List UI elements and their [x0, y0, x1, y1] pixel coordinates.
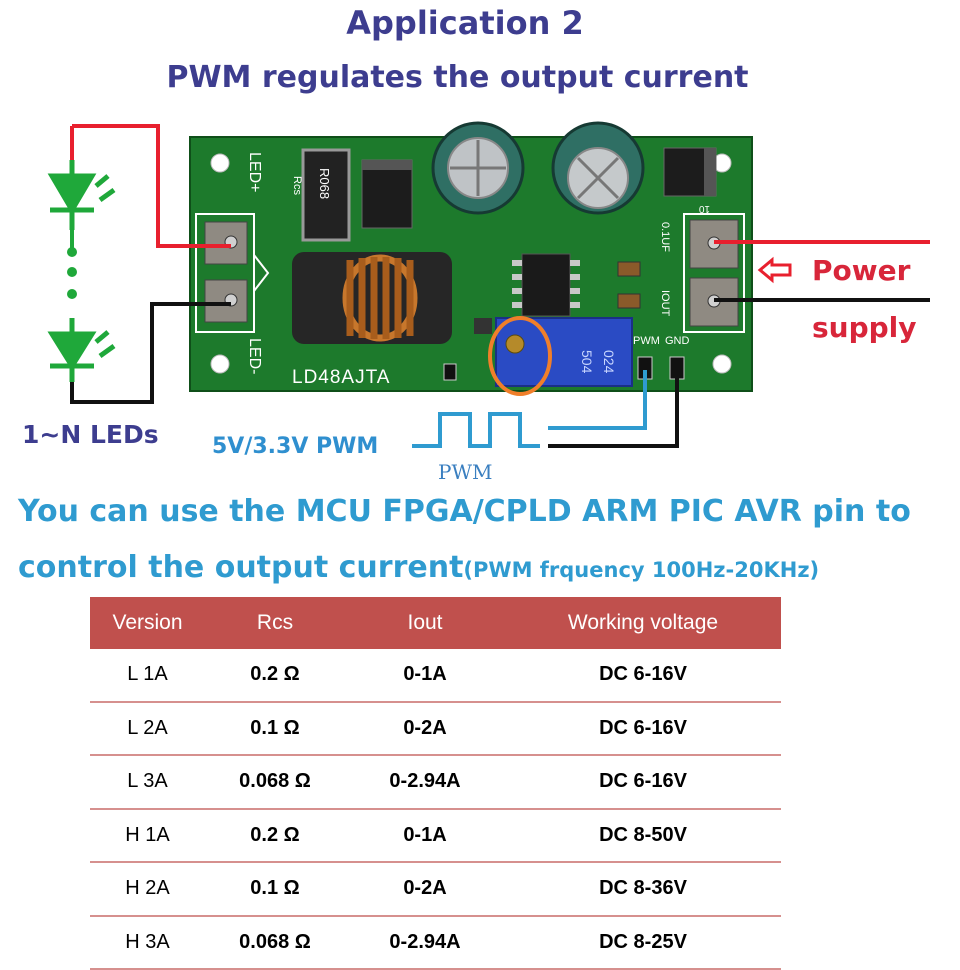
rcs-label: Rcs	[291, 176, 303, 195]
table-row: H 1A 0.2 Ω 0-1A DC 8-50V	[90, 808, 781, 863]
board-model: LD48AJTA	[292, 367, 390, 388]
cell-iout: 0-2.94A	[345, 755, 505, 810]
cell-iout: 0-1A	[345, 649, 505, 703]
pwm-signal-label: PWM	[438, 460, 493, 484]
header-rcs: Rcs	[205, 597, 345, 649]
cell-voltage: DC 8-25V	[505, 915, 781, 970]
cell-voltage: DC 8-50V	[505, 808, 781, 863]
pot-code: 504	[579, 350, 595, 374]
table-row: H 2A 0.1 Ω 0-2A DC 8-36V	[90, 862, 781, 917]
table-row: L 2A 0.1 Ω 0-2A DC 6-16V	[90, 701, 781, 756]
page-title: Application 2	[346, 4, 584, 42]
cell-rcs: 0.1 Ω	[205, 701, 345, 756]
adjust-highlight	[488, 316, 552, 396]
supply-label: supply	[812, 311, 917, 344]
description-line-1: You can use the MCU FPGA/CPLD ARM PIC AV…	[18, 494, 911, 529]
led-plus-label: LED+	[246, 152, 263, 192]
gnd-pin-label: GND	[665, 335, 690, 347]
cell-iout: 0-1A	[345, 808, 505, 863]
cell-rcs: 0.2 Ω	[205, 649, 345, 703]
cell-voltage: DC 6-16V	[505, 755, 781, 810]
cell-iout: 0-2A	[345, 701, 505, 756]
header-version: Version	[90, 597, 205, 649]
cell-voltage: DC 8-36V	[505, 862, 781, 917]
cell-rcs: 0.2 Ω	[205, 808, 345, 863]
header-iout: Iout	[345, 597, 505, 649]
cell-version: L 3A	[90, 755, 205, 810]
pwm-pin-label: PWM	[633, 335, 660, 347]
pot-code-2: 024	[601, 350, 617, 374]
power-arrow-icon	[757, 256, 792, 284]
wiring-diagram: LED+ LED- Rcs R068 0.1UF IOUT 10 PWM GND…	[47, 121, 930, 448]
led-top-icon	[47, 160, 116, 230]
cell-rcs: 0.068 Ω	[205, 915, 345, 970]
pwm-wire	[548, 370, 647, 430]
table-row: H 3A 0.068 Ω 0-2.94A DC 8-25V	[90, 915, 781, 970]
description-line-2: control the output current(PWM frquency …	[18, 550, 819, 585]
cell-rcs: 0.1 Ω	[205, 862, 345, 917]
cell-voltage: DC 6-16V	[505, 649, 781, 703]
led-bottom-icon	[47, 318, 116, 382]
pcb-board	[189, 121, 753, 392]
cap-label: 0.1UF	[659, 222, 671, 252]
cell-iout: 0-2.94A	[345, 915, 505, 970]
cell-rcs: 0.068 Ω	[205, 755, 345, 810]
power-label: Power	[812, 254, 911, 287]
table-row: L 1A 0.2 Ω 0-1A DC 6-16V	[90, 649, 781, 703]
resistor-code: R068	[317, 168, 332, 199]
leds-label: 1~N LEDs	[22, 420, 159, 449]
page-subtitle: PWM regulates the output current	[166, 60, 749, 95]
cell-version: H 3A	[90, 915, 205, 970]
description-line-2-small: (PWM frquency 100Hz-20KHz)	[463, 558, 820, 582]
table-header-row: Version Rcs Iout Working voltage	[90, 597, 781, 649]
gnd-wire	[548, 370, 679, 448]
led-continuation-dots	[67, 247, 77, 299]
cell-version: H 2A	[90, 862, 205, 917]
pin-mark: 10	[698, 203, 710, 214]
pwm-input-label: 5V/3.3V PWM	[212, 434, 379, 459]
spec-table: Version Rcs Iout Working voltage L 1A 0.…	[90, 597, 781, 970]
cell-version: L 2A	[90, 701, 205, 756]
table-row: L 3A 0.068 Ω 0-2.94A DC 6-16V	[90, 755, 781, 810]
cell-iout: 0-2A	[345, 862, 505, 917]
cell-version: L 1A	[90, 649, 205, 703]
cell-version: H 1A	[90, 808, 205, 863]
header-working-voltage: Working voltage	[505, 597, 781, 649]
led-minus-label: LED-	[246, 338, 263, 374]
description-line-2-main: control the output current	[18, 550, 464, 585]
pwm-waveform-icon	[412, 412, 540, 448]
iout-label: IOUT	[659, 290, 671, 317]
cell-voltage: DC 6-16V	[505, 701, 781, 756]
